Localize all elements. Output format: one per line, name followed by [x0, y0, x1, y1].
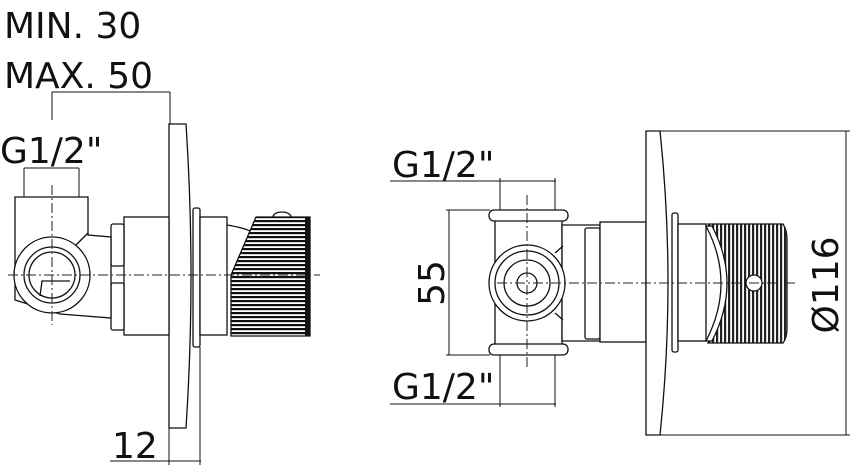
max-depth-label: MAX. 50: [4, 56, 153, 97]
nut-lower: [110, 282, 125, 331]
nut-upper: [110, 223, 125, 267]
valve-body-rear: [123, 216, 170, 336]
side-thread-dimension: [23, 167, 80, 197]
front-thread-top-label: G1/2": [392, 145, 494, 186]
front-thread-bottom-dimension: [390, 355, 556, 407]
plate-depth-label: 12: [112, 426, 158, 467]
front-handle-knob: [704, 223, 788, 344]
diameter-dimension: [660, 130, 850, 436]
front-view: G1/2" G1/2" 55: [390, 130, 850, 436]
front-thread-top-dimension: [390, 178, 556, 210]
spacing-dimension: [446, 209, 490, 356]
handle-knob: [226, 211, 311, 337]
valve-body-front: [199, 216, 228, 336]
plate-collar: [192, 207, 201, 348]
spacing-label: 55: [412, 260, 453, 306]
min-depth-label: MIN. 30: [4, 6, 141, 47]
side-thread-label: G1/2": [0, 131, 102, 172]
depth-dimension-line: [51, 91, 171, 124]
side-view: MIN. 30 MAX. 50 G1/2": [0, 6, 320, 467]
front-wall-plate: [645, 130, 669, 436]
front-valve-body: [599, 221, 647, 343]
elbow-fitting: [13, 196, 112, 319]
plate-depth-dimension: [110, 347, 201, 465]
front-thread-bottom-label: G1/2": [392, 367, 494, 408]
wall-plate: [168, 123, 192, 429]
diameter-label: Ø116: [806, 236, 847, 333]
